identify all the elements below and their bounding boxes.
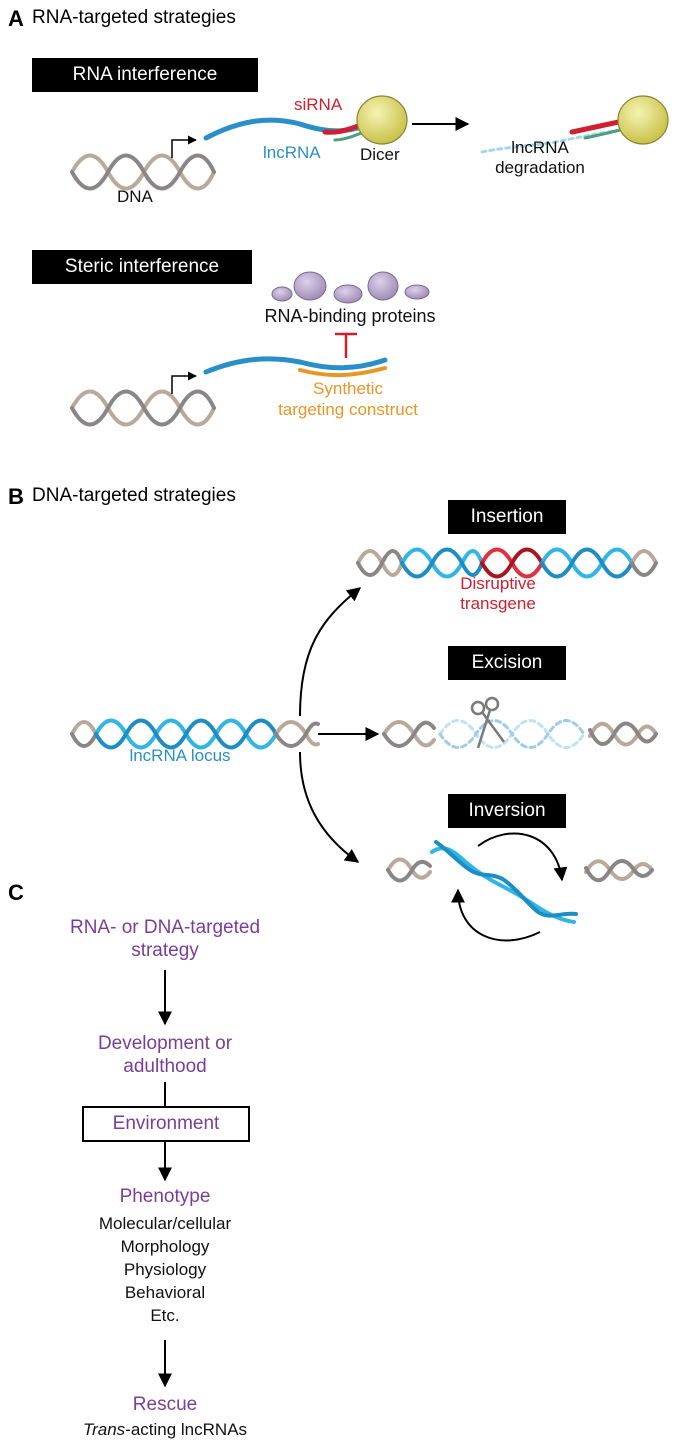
dna-helix-inversion-flanks <box>386 857 654 883</box>
excision-label: Excision <box>448 646 566 680</box>
step-development-line1: Development or <box>97 1033 233 1054</box>
step-strategy: RNA- or DNA-targeted strategy <box>15 916 315 962</box>
step-strategy-line2: strategy <box>131 940 199 961</box>
panel-b-letter: B <box>8 484 24 509</box>
step-development-line2: adulthood <box>123 1056 207 1077</box>
inverted-lncrna-segment <box>430 840 578 924</box>
rnai-label: RNA interference <box>32 58 258 92</box>
rna-binding-proteins-label: RNA-binding proteins <box>264 306 436 326</box>
dna-helix-excision <box>382 719 658 749</box>
inversion-arrow-bottom <box>451 888 541 942</box>
dna-helix-locus <box>70 718 320 750</box>
degradation-label: lncRNA degradation <box>490 138 590 178</box>
transgene-line2: transgene <box>460 594 536 613</box>
rna-binding-proteins <box>271 271 430 304</box>
rescue-heading: Rescue <box>132 1394 198 1415</box>
phenotype-heading: Phenotype <box>119 1186 211 1207</box>
inversion-label: Inversion <box>448 794 566 828</box>
dna-helix-steric <box>70 389 216 427</box>
lncrna-strand-steric <box>203 356 388 378</box>
inhibition-bar <box>335 332 357 358</box>
rescue-trans-italic: Trans <box>82 1420 126 1439</box>
dna-helix-insertion <box>356 547 658 579</box>
arrow-to-inversion <box>299 751 360 863</box>
insertion-label: Insertion <box>448 500 566 534</box>
degradation-line1: lncRNA <box>511 138 569 157</box>
phenotype-item: Physiology <box>123 1260 207 1279</box>
phenotype-item: Molecular/cellular <box>98 1214 232 1233</box>
scissors-icon <box>470 696 506 749</box>
rescue-sub-rest: -acting lncRNAs <box>125 1420 248 1439</box>
promoter-arrow-steric <box>171 371 197 394</box>
phenotype-list: Molecular/cellular Morphology Physiology… <box>15 1212 315 1327</box>
step-strategy-line1: RNA- or DNA-targeted <box>69 917 261 938</box>
steric-label: Steric interference <box>32 250 252 284</box>
construct-line2: targeting construct <box>278 400 418 419</box>
environment-box: Environment <box>82 1106 250 1142</box>
disruptive-transgene-label: Disruptive transgene <box>442 574 554 614</box>
panel-c-letter: C <box>8 880 24 905</box>
sirna-label: siRNA <box>294 95 343 114</box>
arrow-to-insertion <box>299 587 362 717</box>
inversion-arrow-top <box>477 832 568 882</box>
phenotype-item: Behavioral <box>124 1283 206 1302</box>
construct-line1: Synthetic <box>313 379 383 398</box>
dicer-enzyme <box>356 95 408 145</box>
dna-label: DNA <box>117 187 153 206</box>
transgene-line1: Disruptive <box>460 574 536 593</box>
panel-b-title: DNA-targeted strategies <box>32 485 236 506</box>
lncrna-locus-label: lncRNA locus <box>129 746 231 765</box>
dna-helix-rnai <box>70 153 216 191</box>
panel-a-title: RNA-targeted strategies <box>32 7 236 28</box>
degradation-line2: degradation <box>495 158 585 177</box>
dicer-label: Dicer <box>360 145 400 164</box>
lncrna-label: lncRNA <box>263 143 321 162</box>
phenotype-item: Morphology <box>120 1237 210 1256</box>
dicer-enzyme-2 <box>617 95 669 145</box>
panel-a-letter: A <box>8 6 24 31</box>
promoter-arrow-rnai <box>171 135 197 158</box>
step-development: Development or adulthood <box>15 1032 315 1078</box>
rescue-subtitle: Trans-acting lncRNAs <box>15 1420 315 1440</box>
phenotype-item: Etc. <box>150 1306 180 1325</box>
synthetic-construct-label: Synthetic targeting construct <box>262 378 434 420</box>
